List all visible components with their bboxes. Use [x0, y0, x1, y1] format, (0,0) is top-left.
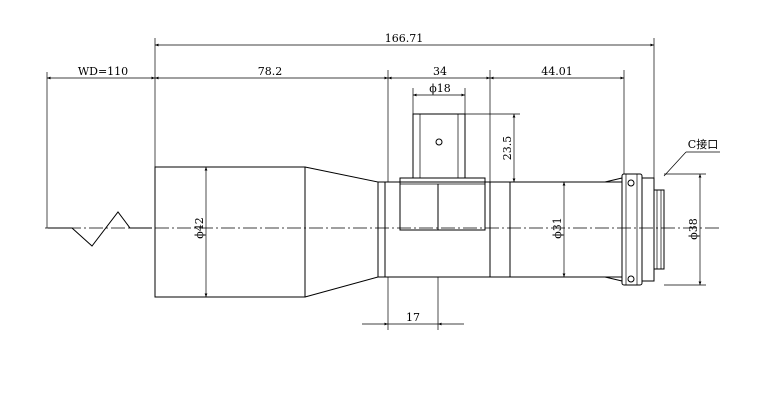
dimension-texts: 166.71 WD=110 78.2 34 44.01 ϕ18 23.5 ϕ42… [78, 32, 718, 324]
rear-length-text: 44.01 [541, 65, 573, 78]
working-distance-text: WD=110 [78, 65, 128, 78]
front-length-text: 78.2 [258, 65, 283, 78]
lens-body [154, 113, 665, 298]
cube-top [399, 177, 486, 231]
mount-flange [641, 177, 655, 282]
mount-label: C接口 [688, 138, 718, 151]
front-diameter-text: ϕ42 [193, 217, 206, 239]
overall-length-text: 166.71 [385, 32, 424, 45]
dimension-lines [47, 43, 720, 326]
mount-ring [621, 173, 643, 286]
port-diameter-text: ϕ18 [429, 82, 451, 95]
side-port [412, 113, 466, 179]
object-break-line [48, 211, 152, 247]
port-hole [435, 138, 443, 146]
body-diameter-text: ϕ31 [551, 217, 564, 239]
port-height-text: 23.5 [501, 136, 514, 161]
cube-offset-text: 17 [406, 311, 420, 324]
front-barrel [154, 166, 306, 298]
mount-leader [663, 151, 687, 177]
cube-width-text: 34 [433, 65, 447, 78]
c-mount-thread [653, 189, 665, 270]
extension-lines [46, 38, 706, 330]
mount-diameter-text: ϕ38 [687, 218, 700, 240]
taper-section [304, 166, 379, 298]
